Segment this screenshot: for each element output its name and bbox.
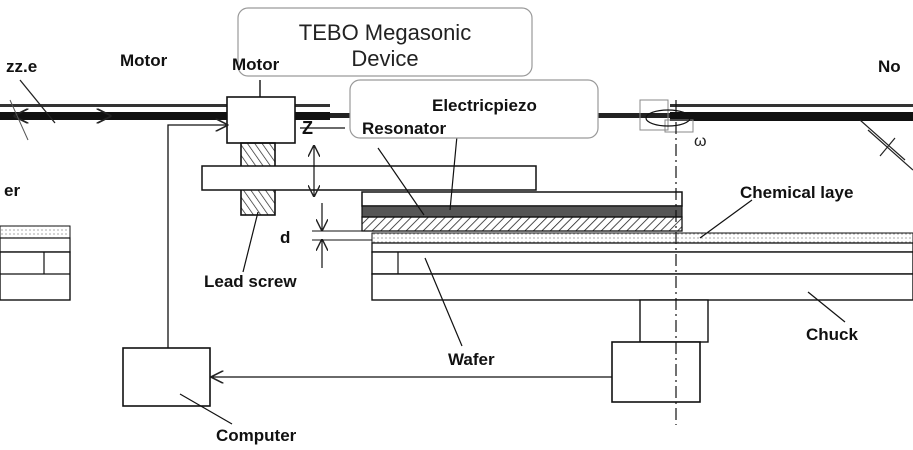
- wafer-label: Wafer: [448, 350, 495, 369]
- computer-box: [122, 347, 211, 407]
- top-motor-fragment-2: Motor: [232, 55, 280, 74]
- callout-device-box: [237, 7, 533, 77]
- chuck-leader: [807, 291, 846, 323]
- top-left-pointer: [19, 79, 56, 124]
- top-left-fragment: zz.e: [6, 57, 37, 76]
- spindle-shaft: [639, 299, 709, 343]
- chuck-top: [371, 251, 913, 275]
- d-label: d: [280, 228, 290, 247]
- left-fragment: er: [4, 181, 20, 200]
- z-label: Z: [302, 118, 313, 138]
- resonator-leader: [377, 147, 425, 216]
- callout-title-line2: Device: [351, 46, 418, 71]
- omega-label: ω: [694, 133, 707, 150]
- rotation-indicator: [645, 109, 691, 127]
- carriage-plate: [201, 165, 537, 191]
- top-right-fragment: No: [878, 57, 901, 76]
- chuck-body: [371, 273, 913, 301]
- callout-resonator-box: [349, 79, 599, 139]
- chemical-layer-label: Chemical laye: [740, 183, 853, 202]
- spindle-motor-box: [611, 341, 701, 403]
- lead-screw-leader: [242, 211, 259, 273]
- lead-screw-label: Lead screw: [204, 272, 297, 291]
- callout-title-line1: TEBO Megasonic: [299, 20, 471, 45]
- piezo-layer: [361, 205, 683, 218]
- chemical-layer-shape: [371, 232, 913, 244]
- chemical-layer-leader: [699, 199, 753, 239]
- chuck-label: Chuck: [806, 325, 859, 344]
- top-motor-fragment-1: Motor: [120, 51, 168, 70]
- wafer-leader: [424, 257, 463, 347]
- computer-to-motor-wire: [167, 125, 227, 348]
- motor-box: [226, 96, 296, 144]
- computer-label: Computer: [216, 426, 297, 445]
- wafer-shape: [371, 242, 913, 253]
- callout-inner-line1: Electricpiezo: [432, 96, 537, 115]
- resonator-layer: [361, 216, 683, 232]
- callout-inner-line2: Resonator: [362, 119, 446, 138]
- computer-leader: [179, 393, 233, 425]
